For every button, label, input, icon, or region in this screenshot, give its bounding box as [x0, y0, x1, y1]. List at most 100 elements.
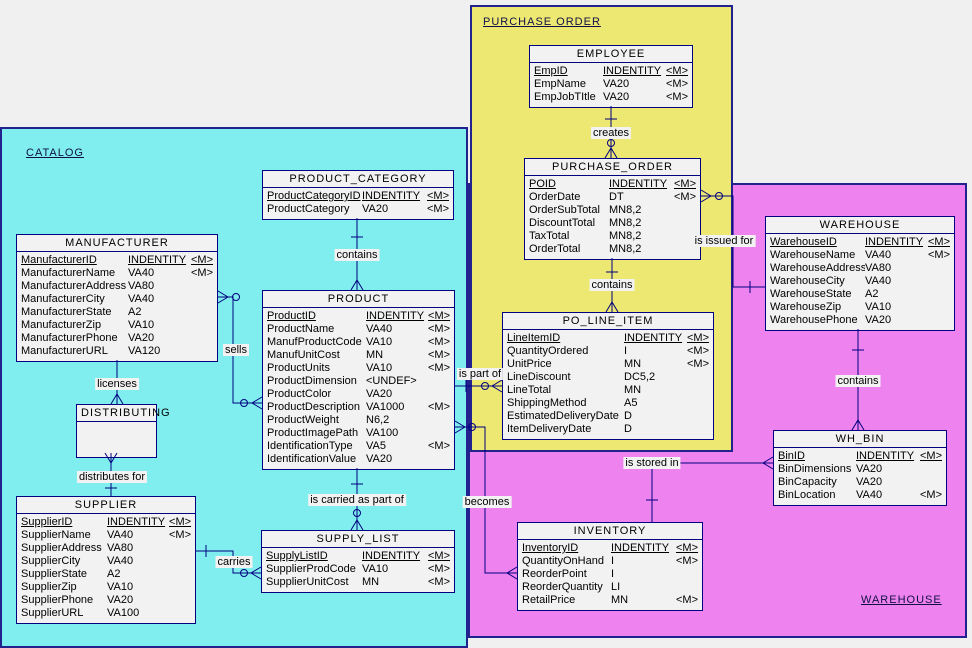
attribute-type: VA20 — [107, 594, 134, 606]
attribute-type: I — [611, 568, 615, 580]
attribute-name: IdentificationType — [267, 440, 353, 452]
attribute-type: VA80 — [865, 262, 892, 274]
attribute-type: DT — [609, 191, 624, 203]
relationship-label-licenses[interactable]: licenses — [95, 378, 139, 390]
attribute-type: A2 — [128, 306, 142, 318]
entity-title: PRODUCT — [263, 291, 454, 308]
attribute-mandatory-flag — [924, 275, 950, 288]
attribute-type: VA20 — [856, 463, 883, 475]
relationship-label-sells[interactable]: sells — [222, 344, 250, 356]
attribute-mandatory-flag — [683, 397, 709, 410]
attribute-type: INDENTITY — [362, 550, 421, 562]
attribute-name: RetailPrice — [522, 594, 576, 606]
relationship-label-is-issued-for[interactable]: is issued for — [692, 235, 756, 247]
attribute-mandatory-flag — [924, 314, 950, 327]
attribute-mandatory-flag — [924, 288, 950, 301]
attribute-mandatory-flag: <M> — [686, 345, 709, 357]
attribute-name: SupplierID — [21, 516, 73, 528]
attribute-mandatory-flag — [187, 280, 213, 293]
attribute-type: INDENTITY — [609, 178, 668, 190]
attribute-mandatory-flag: <M> — [168, 529, 191, 541]
relationship-label-category-contains[interactable]: contains — [334, 249, 380, 261]
attribute-type: VA40 — [107, 555, 134, 567]
attribute-type: <UNDEF> — [366, 375, 417, 387]
relationship-label-becomes[interactable]: becomes — [462, 496, 512, 508]
attribute-type: I — [611, 555, 615, 567]
attribute-type: VA20 — [366, 453, 393, 465]
attribute-row: ReorderPoint I — [522, 568, 698, 581]
relationship-label-is-part-of[interactable]: is part of — [456, 368, 504, 380]
attribute-type: MN — [366, 349, 384, 361]
attribute-name: WarehousePhone — [770, 314, 858, 326]
attribute-type: VA40 — [128, 267, 155, 279]
attribute-mandatory-flag: <M> — [673, 178, 696, 190]
region-label-catalog[interactable]: CATALOG — [26, 147, 84, 159]
attribute-mandatory-flag: <M> — [919, 489, 942, 501]
attribute-type: VA40 — [128, 293, 155, 305]
attribute-mandatory-flag — [187, 345, 213, 358]
attribute-mandatory-flag: <M> — [169, 516, 192, 528]
attribute-name: ManufacturerAddress — [21, 280, 127, 292]
relationship-label-wh-contains[interactable]: contains — [835, 375, 881, 387]
relationship-label-is-carried-as-part-of[interactable]: is carried as part of — [308, 494, 406, 506]
attribute-name: EstimatedDeliveryDate — [507, 410, 619, 422]
relationship-label-creates[interactable]: creates — [590, 127, 632, 139]
attribute-mandatory-flag — [187, 319, 213, 332]
attribute-mandatory-flag — [165, 568, 191, 581]
attribute-name: ProductCategory — [267, 203, 350, 215]
attribute-type: INDENTITY — [362, 190, 421, 202]
region-label-purchase-order[interactable]: PURCHASE ORDER — [483, 16, 601, 28]
attribute-mandatory-flag — [670, 204, 696, 217]
entity-distributing[interactable]: DISTRIBUTING — [76, 404, 170, 458]
attribute-name: ProductImagePath — [267, 427, 359, 439]
entity-title: WH_BIN — [774, 431, 946, 448]
attribute-mandatory-flag — [670, 217, 696, 230]
region-label-warehouse[interactable]: WAREHOUSE — [861, 594, 942, 606]
attribute-name: ManufacturerZip — [21, 319, 102, 331]
attribute-mandatory-flag: <M> — [675, 542, 698, 554]
attribute-name: ReorderPoint — [522, 568, 587, 580]
relationship-label-carries[interactable]: carries — [215, 556, 253, 568]
relationship-label-distributes-for[interactable]: distributes for — [76, 471, 148, 483]
attribute-name: ManufacturerID — [21, 254, 97, 266]
attribute-type: VA10 — [107, 581, 134, 593]
relationship-label-po-contains[interactable]: contains — [589, 279, 635, 291]
attribute-name: ManufUnitCost — [267, 349, 340, 361]
relationship-label-is-stored-in[interactable]: is stored in — [623, 457, 681, 469]
attribute-mandatory-flag — [165, 542, 191, 555]
attribute-mandatory-flag: <M> — [927, 249, 950, 261]
attribute-mandatory-flag — [683, 410, 709, 423]
